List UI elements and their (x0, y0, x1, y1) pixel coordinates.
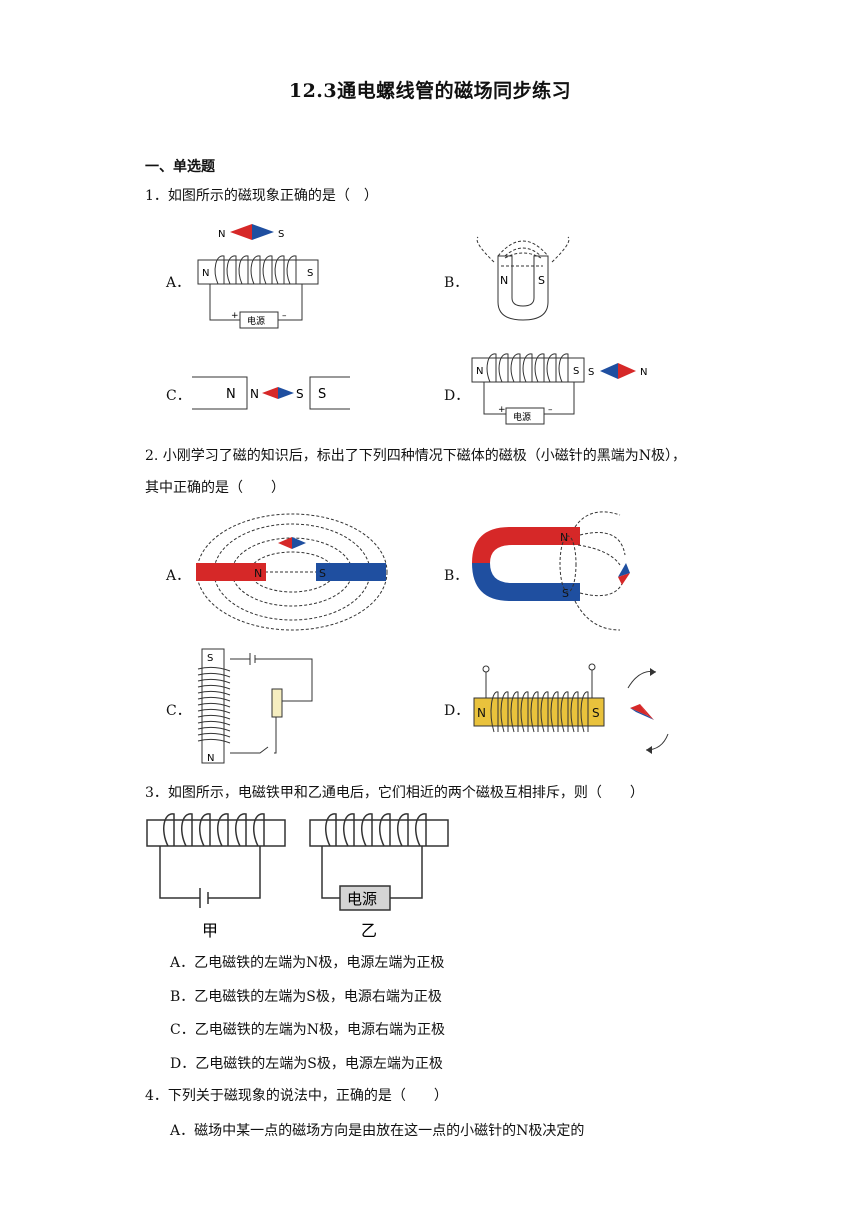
svg-text:N: N (477, 706, 486, 720)
svg-text:乙: 乙 (361, 921, 377, 940)
q3-figure: 甲 电源 乙 (146, 813, 449, 940)
section-heading: 一、单选题 (145, 159, 215, 175)
svg-text:S: S (573, 366, 579, 377)
q1-option-a-label: A． (166, 275, 191, 291)
svg-text:N: N (476, 366, 483, 377)
svg-text:电源: 电源 (247, 315, 265, 327)
q1-option-c-label: C． (166, 388, 191, 404)
svg-text:S: S (307, 268, 313, 279)
q1-option-d-label: D． (444, 388, 470, 404)
svg-text:S: S (588, 367, 594, 378)
svg-text:S: S (207, 653, 213, 664)
svg-text:S: S (278, 229, 284, 240)
svg-text:电源: 电源 (347, 890, 377, 908)
svg-text:N: N (218, 229, 225, 240)
q2-stem-line2: 其中正确的是（ ） (145, 480, 285, 496)
svg-text:N: N (560, 531, 568, 544)
q1-figure-a: N S N S 电源 + – (197, 224, 319, 329)
svg-text:N: N (640, 367, 647, 378)
q1-figure-d: N S 电源 + – S N (471, 353, 647, 425)
q2-option-b-label: B． (444, 568, 469, 584)
svg-text:+: + (498, 405, 506, 415)
svg-text:N: N (207, 753, 214, 764)
q4-choice-a[interactable]: A．磁场中某一点的磁场方向是由放在这一点的小磁针的N极决定的 (170, 1123, 585, 1139)
q1-option-b-label: B． (444, 275, 469, 291)
svg-text:甲: 甲 (202, 921, 218, 940)
svg-text:–: – (282, 311, 287, 321)
q2-figure-a: N S (196, 513, 388, 631)
q1-stem: 1．如图所示的磁现象正确的是（ ） (145, 188, 378, 204)
svg-text:N: N (250, 387, 259, 401)
q3-choice-b[interactable]: B．乙电磁铁的左端为S极，电源右端为正极 (170, 989, 442, 1005)
svg-text:S: S (592, 706, 600, 720)
q1-figure-c: N S N S (192, 376, 350, 410)
svg-text:S: S (296, 387, 304, 401)
svg-text:S: S (319, 567, 326, 580)
svg-text:S: S (562, 587, 569, 600)
q2-option-d-label: D． (444, 703, 470, 719)
q2-figure-c: S N (197, 648, 313, 764)
q2-stem-line1: 2. 小刚学习了磁的知识后，标出了下列四种情况下磁体的磁极（小磁针的黑端为N极）… (145, 448, 687, 464)
q3-stem: 3．如图所示，电磁铁甲和乙通电后，它们相近的两个磁极互相排斥，则（ ） (145, 785, 644, 801)
svg-text:N: N (226, 387, 236, 402)
svg-text:–: – (548, 405, 553, 415)
q3-choice-c[interactable]: C．乙电磁铁的左端为N极，电源右端为正极 (170, 1022, 445, 1038)
q4-stem: 4．下列关于磁现象的说法中，正确的是（ ） (145, 1088, 448, 1104)
q3-choice-a[interactable]: A．乙电磁铁的左端为N极，电源左端为正极 (170, 955, 445, 971)
q2-figure-d: N S (473, 663, 669, 754)
svg-text:N: N (254, 567, 262, 580)
q1-figure-b: N S (476, 236, 570, 321)
svg-text:N: N (500, 274, 508, 287)
svg-text:S: S (318, 387, 326, 402)
q3-choice-d[interactable]: D．乙电磁铁的左端为S极，电源左端为正极 (170, 1056, 443, 1072)
svg-text:电源: 电源 (513, 411, 531, 423)
q2-option-a-label: A． (166, 568, 191, 584)
page-title: 12.3通电螺线管的磁场同步练习 (288, 80, 572, 102)
q2-figure-b: N S (472, 511, 630, 631)
svg-text:S: S (538, 274, 545, 287)
svg-text:+: + (231, 311, 239, 321)
svg-text:N: N (202, 268, 209, 279)
q2-option-c-label: C． (166, 703, 191, 719)
